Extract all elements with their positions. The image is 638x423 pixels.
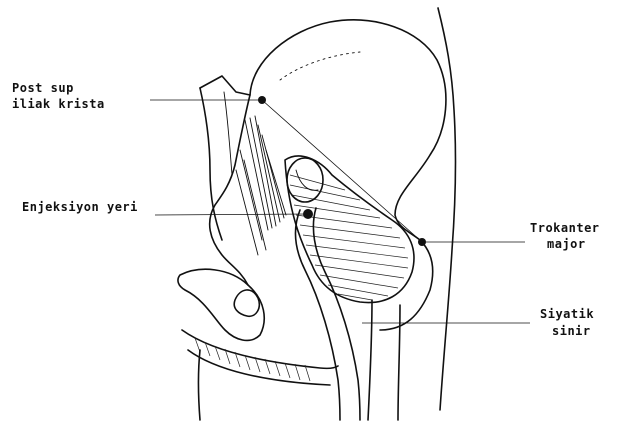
piriformis-oval [287,158,323,202]
leader-injection [155,214,308,215]
label-sciatic-line1: Siyatik [540,307,594,321]
posterior-ilium-outline [200,76,250,285]
tuberosity-hatching [195,338,310,381]
ischium-outline [178,269,264,340]
label-trochanter-line2: major [547,237,586,251]
muscle-hatching [290,175,408,300]
femur-shaft-right [398,305,400,420]
label-injection-site: Enjeksiyon yeri [22,200,138,214]
obturator-foramen [234,290,259,316]
iliac-crest-texture [280,52,360,80]
sacrum-inner-edge [224,92,232,175]
sciatic-nerve-inner [313,208,360,420]
iliac-wing-outline [250,20,446,330]
ligament-strands [236,116,286,255]
left-thigh-outline [199,350,201,420]
label-post-sup-line2: iliak krista [12,97,105,111]
label-post-sup-line1: Post sup [12,81,74,95]
label-trochanter-line1: Trokanter [530,221,600,235]
femur-shaft [368,300,372,420]
label-sciatic-line2: sinir [552,324,591,338]
